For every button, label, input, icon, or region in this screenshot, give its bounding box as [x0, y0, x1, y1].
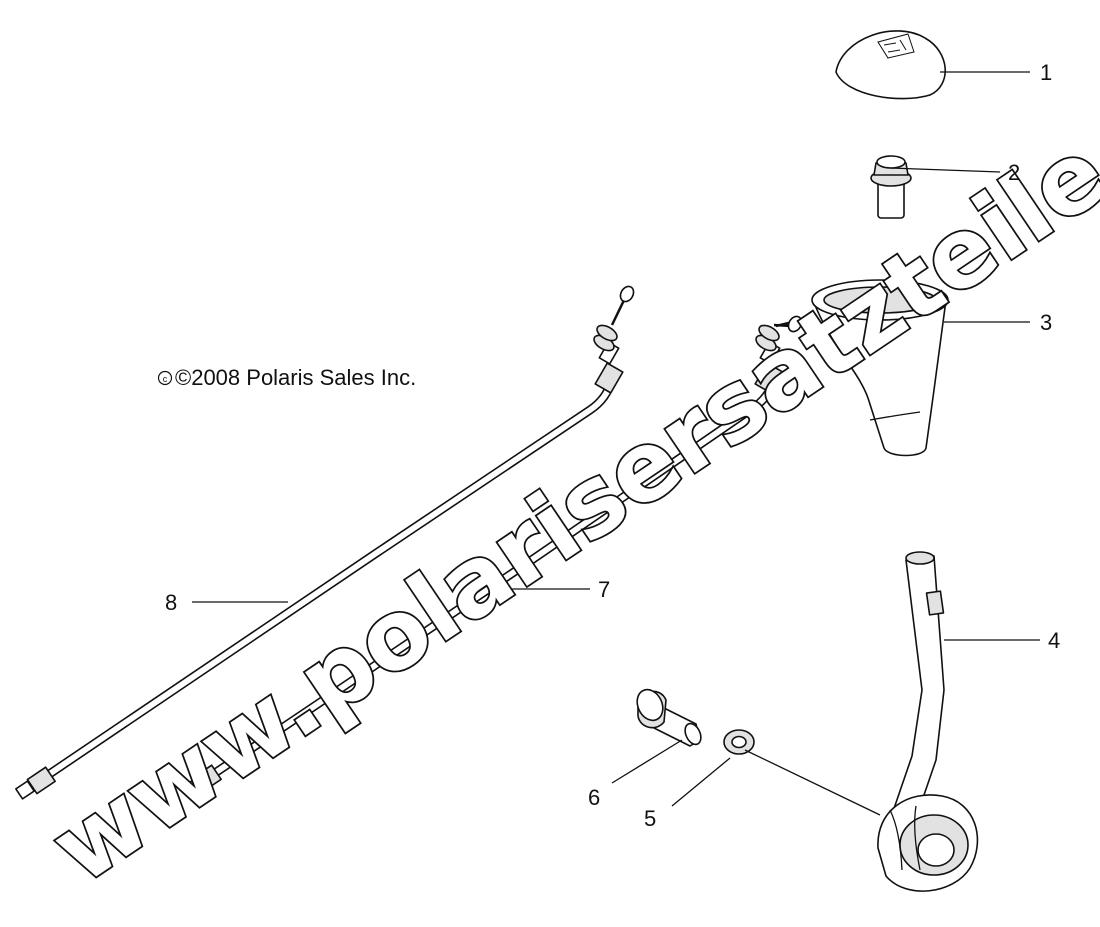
callout-6: 6 — [588, 785, 600, 810]
shift-cable-icon — [15, 285, 635, 800]
shift-lever-icon — [877, 551, 979, 892]
copyright-notice: c ©2008 Polaris Sales Inc. — [157, 365, 416, 390]
pivot-bolt-icon — [636, 688, 702, 747]
callout-4: 4 — [1048, 628, 1060, 653]
callout-5: 5 — [644, 806, 656, 831]
shift-cable-icon — [182, 315, 803, 798]
flange-bolt-icon — [870, 155, 912, 219]
shift-boot-icon — [811, 279, 949, 457]
washer-icon — [723, 729, 755, 755]
callout-8: 8 — [165, 590, 177, 615]
shift-knob-icon — [835, 30, 946, 100]
callout-labels: 1 2 3 4 5 6 7 8 — [165, 60, 1060, 831]
callout-2: 2 — [1008, 160, 1020, 185]
copyright-text: ©2008 Polaris Sales Inc. — [175, 365, 416, 390]
callout-1: 1 — [1040, 60, 1052, 85]
callout-7: 7 — [598, 577, 610, 602]
leader-lines — [192, 71, 1040, 816]
callout-3: 3 — [1040, 310, 1052, 335]
watermark-text: www.polarisersatzteile.de — [32, 21, 1100, 905]
svg-text:c: c — [163, 374, 168, 384]
